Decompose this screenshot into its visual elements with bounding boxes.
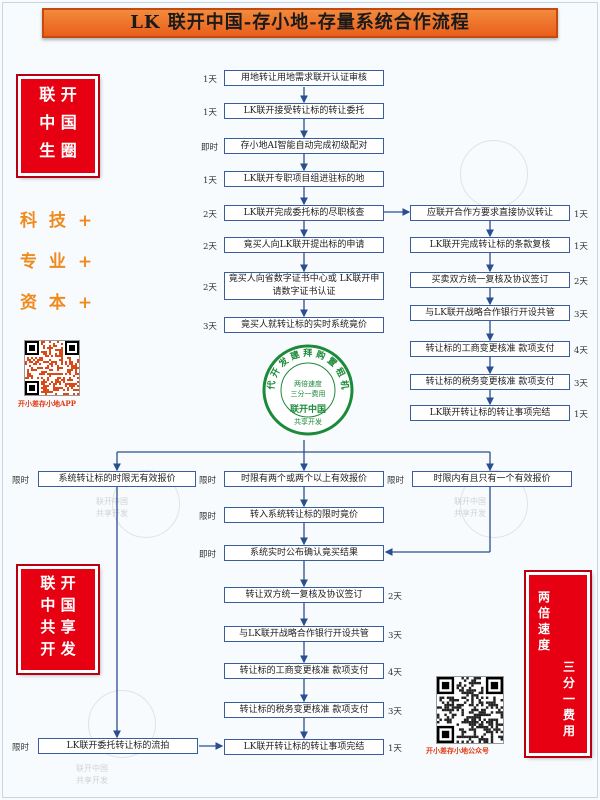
direct-transfer-duration: 4天 (574, 346, 588, 356)
auction-step: 与LK联开战略合作银行开设共管 (224, 626, 384, 642)
app-qr-label: 开小差存小地APP (18, 399, 76, 408)
main-step-duration: 2天 (203, 242, 217, 252)
watermark-brand: 联开中国 (76, 764, 108, 773)
auction-step-duration: 限时 (199, 512, 217, 522)
main-step: 竟买人向LK联开提出标的申请 (224, 237, 384, 253)
branch-duration: 限时 (12, 476, 30, 486)
auction-step: 系统实时公布确认竟买结果 (224, 545, 384, 561)
app-qr-code (24, 340, 80, 396)
stamp-line-2: 三分一费用 (291, 389, 326, 398)
direct-transfer-duration: 3天 (574, 379, 588, 389)
auction-step: 转让标的工商变更核准 款项支付 (224, 663, 384, 679)
branch-duration: 限时 (199, 476, 217, 486)
auction-step: 转让双方统一复核及协议签订 (224, 587, 384, 603)
page-title: LK 联开中国-存小地-存量系统合作流程 (42, 8, 558, 38)
company-stamp: 代 开 发 建 拜 购 置 租 机 构 两倍速度 三分一费用 联开中国 共享开发 (262, 344, 354, 436)
wechat-qr-label: 开小差存小地公众号 (426, 746, 489, 755)
watermark-sub: 共享开发 (96, 509, 128, 518)
direct-transfer-duration: 2天 (574, 277, 588, 287)
main-step: 存小地AI智能自动完成初级配对 (224, 138, 384, 154)
auction-step-duration: 3天 (388, 631, 402, 641)
slogan-line: 开 发 (40, 640, 76, 658)
main-step: LK联开专职项目组进驻标的地 (224, 171, 384, 187)
auction-step: 转让标的税务变更核准 款项支付 (224, 702, 384, 718)
right-slogan-col2: 三分一费用 (563, 660, 576, 738)
wechat-qr-code (436, 676, 504, 744)
orange-slogan-2: 专 业 + (20, 252, 96, 272)
stamp-bottom: 共享开发 (294, 417, 322, 426)
auction-step: LK联开转让标的转让事项完结 (224, 739, 384, 755)
auction-step-duration: 3天 (388, 707, 402, 717)
branch-single-bid: 时限内有且只有一个有效报价 (412, 471, 572, 487)
slogan-line: 生 圈 (39, 141, 77, 160)
stamp-line-1: 两倍速度 (294, 379, 322, 388)
direct-transfer-step: 与LK联开战略合作银行开设共管 (410, 305, 570, 321)
auction-step-duration: 2天 (388, 592, 402, 602)
watermark (112, 470, 180, 538)
auction-step-duration: 即时 (199, 550, 217, 560)
main-step: LK联开接受转让标的转让委托 (224, 103, 384, 119)
main-step-duration: 1天 (203, 108, 217, 118)
direct-transfer-step: LK联开转让标的转让事项完结 (410, 405, 570, 421)
main-step: LK联开完成委托标的尽职核查 (224, 205, 384, 221)
direct-transfer-duration: 1天 (574, 242, 588, 252)
main-step-duration: 2天 (203, 210, 217, 220)
auction-failed-duration: 限时 (12, 743, 30, 753)
auction-failed-step: LK联开委托转让标的流拍 (38, 738, 198, 754)
direct-transfer-duration: 1天 (574, 410, 588, 420)
slogan-line: 中 国 (39, 113, 77, 132)
auction-step-duration: 1天 (388, 744, 402, 754)
main-step-duration: 1天 (203, 75, 217, 85)
auction-step: 转入系统转让标的限时竟价 (224, 507, 384, 523)
right-slogan-box: 两倍速度 三分一费用 (524, 570, 592, 758)
watermark (460, 470, 528, 538)
main-step: 用地转让用地需求联开认证审核 (224, 70, 384, 86)
left-slogan-box-2: 联 开 中 国 共 享 开 发 (16, 564, 100, 675)
slogan-line: 联 开 (39, 85, 77, 104)
direct-transfer-step: 买卖双方统一复核及协议签订 (410, 272, 570, 288)
main-step-duration: 即时 (201, 143, 219, 153)
slogan-line: 共 享 (40, 618, 76, 636)
main-step-duration: 2天 (203, 283, 217, 293)
watermark-sub: 共享开发 (76, 776, 108, 785)
direct-transfer-duration: 3天 (574, 310, 588, 320)
watermark (88, 690, 156, 758)
left-slogan-box-1: 联 开 中 国 生 圈 (16, 74, 100, 178)
direct-transfer-duration: 1天 (574, 210, 588, 220)
main-step: 竟买人就转让标的实时系统竟价 (224, 317, 384, 333)
stamp-brand: 联开中国 (290, 403, 326, 415)
branch-no-bid: 系统转让标的时限无有效报价 (38, 471, 196, 487)
direct-transfer-step: LK联开完成转让标的条款复核 (410, 237, 570, 253)
main-step-duration: 3天 (203, 322, 217, 332)
slogan-line: 联 开 (40, 574, 76, 592)
direct-transfer-step: 应联开合作方要求直接协议转让 (410, 205, 570, 221)
direct-transfer-step: 转让标的工商变更核准 款项支付 (410, 341, 570, 357)
watermark-brand: 联开中国 (454, 497, 486, 506)
main-step-duration: 1天 (203, 176, 217, 186)
watermark-sub: 共享开发 (454, 509, 486, 518)
orange-slogan-1: 科 技 + (20, 211, 96, 231)
watermark-brand: 联开中国 (96, 497, 128, 506)
main-step: 竟买人向省数字证书中心或 LK联开申请数字证书认证 (224, 272, 384, 300)
right-slogan-col1: 两倍速度 (538, 590, 551, 652)
branch-duration: 限时 (387, 476, 405, 486)
direct-transfer-step: 转让标的税务变更核准 款项支付 (410, 374, 570, 390)
slogan-line: 中 国 (40, 596, 76, 614)
orange-slogan-3: 资 本 + (20, 293, 96, 313)
auction-step-duration: 4天 (388, 668, 402, 678)
branch-multiple-bids: 时限有两个或两个以上有效报价 (224, 471, 384, 487)
